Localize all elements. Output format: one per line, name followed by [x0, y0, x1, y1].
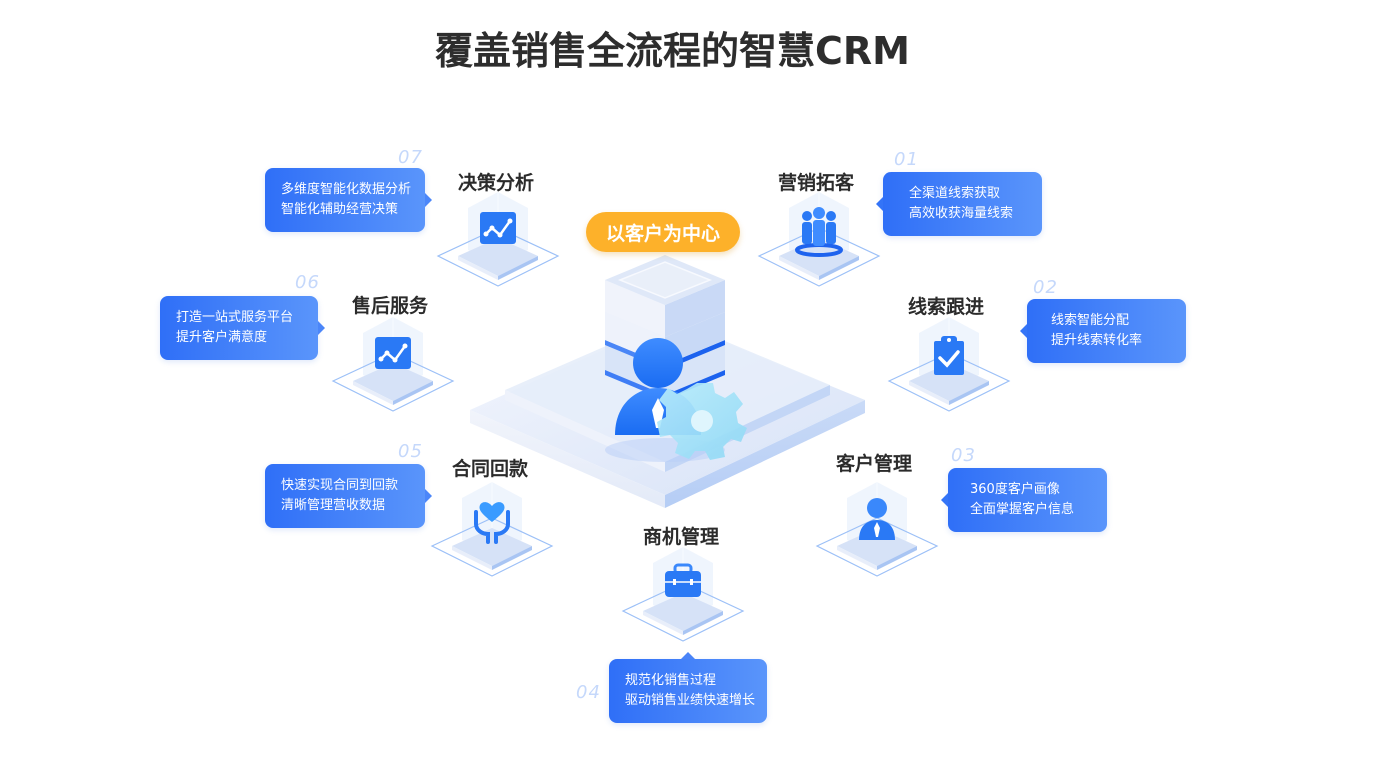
- module-05-tile: [430, 480, 554, 590]
- module-04-desc-1: 规范化销售过程: [625, 673, 717, 688]
- module-07-desc-2: 智能化辅助经营决策: [281, 202, 399, 217]
- platform-base-right: [665, 400, 865, 508]
- module-02-desc-2: 提升线索转化率: [1051, 333, 1143, 348]
- module-07-bubble: 多维度智能化数据分析 智能化辅助经营决策: [265, 168, 432, 232]
- module-05-number: 05: [398, 441, 423, 462]
- bubble-tail: [941, 493, 948, 507]
- module-03-tile: [815, 480, 939, 590]
- isometric-tile: [757, 192, 881, 287]
- module-03-desc-1: 360度客户画像: [970, 482, 1060, 497]
- module-07-number: 07: [398, 147, 423, 168]
- module-01-bubble: 全渠道线索获取 高效收获海量线索: [876, 172, 1042, 236]
- platform-base-left: [470, 410, 665, 508]
- module-03-bubble: 360度客户画像 全面掌握客户信息: [941, 468, 1107, 532]
- module-05-desc-1: 快速实现合同到回款: [281, 478, 399, 493]
- module-06-desc-2: 提升客户满意度: [176, 330, 268, 345]
- module-04-tile: [621, 545, 745, 655]
- center-gear-icon: [657, 383, 747, 460]
- module-06-desc-1: 打造一站式服务平台: [176, 310, 294, 325]
- module-04-desc-2: 驱动销售业绩快速增长: [625, 693, 756, 708]
- line-chart-icon: [480, 212, 516, 244]
- module-07-tile: [436, 190, 560, 300]
- module-03-number: 03: [951, 445, 976, 466]
- isometric-tile: [815, 482, 939, 577]
- page-title: 覆盖销售全流程的智慧CRM: [435, 29, 910, 73]
- bubble-tail: [1020, 324, 1027, 338]
- bubble-tail: [681, 652, 695, 659]
- isometric-tile: [887, 317, 1011, 412]
- module-05-title: 合同回款: [452, 458, 529, 480]
- module-06-bubble: 打造一站式服务平台 提升客户满意度: [160, 296, 325, 360]
- people-group-icon: [795, 207, 843, 257]
- module-02-number: 02: [1033, 277, 1058, 298]
- central-platform-illustration: [470, 255, 865, 508]
- user-tie-icon: [859, 498, 895, 540]
- module-05-bubble: 快速实现合同到回款 清晰管理营收数据: [265, 464, 432, 528]
- module-04-bubble: 规范化销售过程 驱动销售业绩快速增长: [609, 652, 767, 723]
- module-02-bubble: 线索智能分配 提升线索转化率: [1020, 299, 1186, 363]
- module-06-tile: [331, 315, 455, 425]
- bubble-tail: [425, 489, 432, 503]
- module-05-desc-2: 清晰管理营收数据: [281, 498, 386, 513]
- module-01-title: 营销拓客: [778, 172, 855, 194]
- clipboard-check-icon: [934, 336, 964, 375]
- module-04-title: 商机管理: [643, 526, 720, 548]
- module-01-number: 01: [894, 149, 919, 170]
- module-02-title: 线索跟进: [908, 296, 985, 318]
- line-chart-icon: [375, 337, 411, 369]
- module-01-desc-1: 全渠道线索获取: [909, 186, 1001, 201]
- module-03-desc-2: 全面掌握客户信息: [970, 502, 1075, 517]
- module-06-title: 售后服务: [352, 295, 429, 317]
- isometric-tile: [430, 482, 554, 577]
- module-04-number: 04: [576, 682, 601, 703]
- bubble-tail: [876, 197, 883, 211]
- module-03-title: 客户管理: [836, 453, 913, 475]
- server-stack: [605, 255, 725, 400]
- isometric-tile: [436, 192, 560, 287]
- module-01-desc-2: 高效收获海量线索: [909, 206, 1014, 221]
- heart-hands-icon: [474, 502, 510, 544]
- module-06-number: 06: [295, 272, 320, 293]
- bubble-tail: [318, 321, 325, 335]
- module-02-desc-1: 线索智能分配: [1051, 313, 1130, 328]
- bubble-tail: [425, 193, 432, 207]
- isometric-tile: [331, 317, 455, 412]
- module-01-tile: [757, 190, 881, 300]
- isometric-tile: [621, 547, 745, 642]
- module-07-title: 决策分析: [458, 172, 535, 194]
- module-07-desc-1: 多维度智能化数据分析: [281, 182, 412, 197]
- center-label-pill: 以客户为中心: [586, 212, 740, 252]
- briefcase-icon: [665, 563, 701, 597]
- module-02-tile: [887, 315, 1011, 425]
